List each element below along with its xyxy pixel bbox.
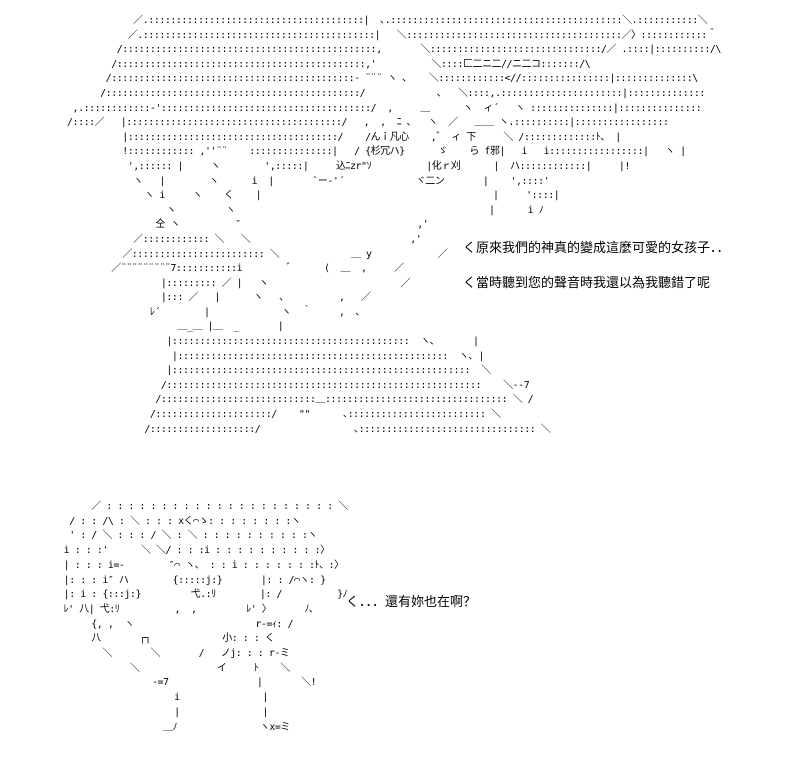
ascii-art-large-character: ／.::::::::::::::::::::::::::::::::::::::… bbox=[67, 15, 721, 435]
dialogue-line-2: く當時聽到您的聲音時我還以為我聽錯了呢 bbox=[463, 276, 711, 291]
dialogue-line-3: く．．．還有妳也在啊？ bbox=[346, 595, 477, 610]
dialogue-line-1: く原來我們的神真的變成這麼可愛的女孩子．． bbox=[463, 241, 730, 256]
ascii-art-small-character: ／ : : : : : : : : : : : : : : : : : : : … bbox=[63, 501, 348, 733]
